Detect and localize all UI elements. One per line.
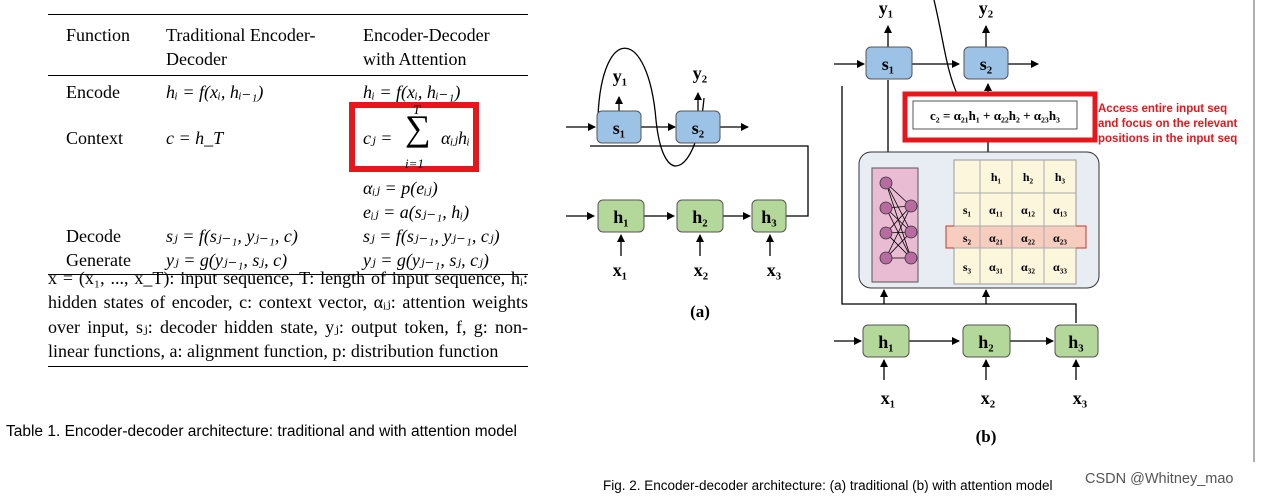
table-row-context: Context c = h_T cⱼ = T ∑ i=1 αᵢⱼhᵢ — [48, 102, 528, 176]
annotation-line: and focus on the relevant — [1098, 118, 1238, 130]
table-caption: Table 1. Encoder-decoder architecture: t… — [6, 423, 517, 440]
highlight-box — [349, 102, 479, 172]
feedback-curve — [933, 0, 959, 97]
table-row-alpha: αᵢⱼ = p(eᵢⱼ) — [48, 176, 528, 200]
input-label: x₂ — [981, 388, 995, 408]
row-label: Encode — [66, 82, 120, 102]
watermark: CSDN @Whitney_mao — [1085, 471, 1234, 487]
sum-term: αᵢⱼhᵢ — [441, 128, 470, 148]
matrix-cell: α₂₂ — [1021, 231, 1035, 245]
panel-a-label: (a) — [690, 302, 710, 321]
cell-traditional: c = h_T — [166, 128, 224, 148]
context-formula-box — [912, 100, 1078, 130]
encoder-node-h2 — [676, 199, 724, 233]
comparison-table: Function Traditional Encoder-Decoder Enc… — [48, 14, 528, 275]
cell-traditional: yⱼ = g(yⱼ₋₁, sⱼ, c) — [148, 248, 345, 275]
matrix-cell: α₁₁ — [989, 203, 1003, 217]
decoder-node-s2 — [675, 110, 721, 144]
network-neurons — [879, 176, 918, 265]
matrix-row-header: s₁ — [963, 203, 972, 217]
input-label: x₁ — [613, 260, 627, 280]
encoder-label: h₁ — [613, 207, 628, 227]
cell-attention: eᵢⱼ = a(sⱼ₋₁, hᵢ) — [363, 202, 470, 222]
matrix-row-header: s₂ — [963, 231, 972, 245]
encoder-node-h3 — [1054, 324, 1099, 358]
input-label: x₂ — [694, 260, 708, 280]
matrix-cell: α₂₃ — [1053, 231, 1067, 245]
feedback-curve — [597, 47, 705, 167]
panel-b: s₁ s₂ y₁ y₂ c₂ = α₂₁h₁ + α₂₂h₂ + α₂₃h₃ — [834, 0, 1100, 446]
context-connector — [590, 145, 809, 217]
decoder-label: s₁ — [613, 118, 625, 138]
sum-lhs: cⱼ = — [363, 128, 393, 148]
input-label: x₃ — [1073, 388, 1088, 408]
matrix-cell: α₃₃ — [1053, 260, 1067, 274]
encoder-label: h₃ — [761, 207, 777, 227]
encoder-label: h₂ — [978, 332, 993, 352]
encoder-label: h₂ — [692, 207, 707, 227]
decoder-node-s2 — [963, 46, 1009, 80]
decoder-label: s₂ — [980, 54, 992, 74]
cell-attention: yⱼ = g(yⱼ₋₁, sⱼ, cⱼ) — [345, 248, 528, 275]
annotation-line: positions in the input seq — [1098, 133, 1238, 145]
matrix-col-header: h₂ — [1023, 170, 1034, 184]
panel-b-label: (b) — [976, 427, 997, 446]
matrix-cell: α₁₃ — [1053, 203, 1067, 217]
header-attention: Encoder-Decoder with Attention — [345, 14, 528, 76]
decoder-node-s1 — [596, 110, 642, 144]
annotation-line: Access entire input seq — [1098, 103, 1228, 115]
matrix-col-header: h₁ — [991, 170, 1002, 184]
encoder-node-h2 — [962, 324, 1011, 358]
cell-attention: sⱼ = f(sⱼ₋₁, yⱼ₋₁, cⱼ) — [363, 226, 500, 246]
header-traditional: Traditional Encoder-Decoder — [148, 14, 345, 76]
matrix-cell: α₂₁ — [989, 231, 1003, 245]
decoder-node-s1 — [865, 46, 913, 80]
output-label: y₁ — [879, 0, 893, 18]
context-formula: cⱼ = T ∑ i=1 αᵢⱼhᵢ — [349, 102, 524, 176]
decoder-label: s₂ — [692, 118, 704, 138]
table-header-row: Function Traditional Encoder-Decoder Enc… — [48, 14, 528, 76]
sum-lower-limit: i=1 — [405, 156, 424, 171]
table-note: x = (x₁, ..., x_T): input sequence, T: l… — [48, 266, 528, 367]
cell-attention: hᵢ = f(xᵢ, hᵢ₋₁) — [363, 82, 461, 102]
output-label: y₁ — [613, 66, 627, 86]
encoder-node-h3 — [751, 199, 787, 233]
table-row-energy: eᵢⱼ = a(sⱼ₋₁, hᵢ) — [48, 200, 528, 224]
input-label: x₃ — [767, 260, 782, 280]
cell-traditional: sⱼ = f(sⱼ₋₁, yⱼ₋₁, c) — [166, 226, 298, 246]
row-label: Context — [66, 128, 123, 148]
table-row-encode: Encode hᵢ = f(xᵢ, hᵢ₋₁) hᵢ = f(xᵢ, hᵢ₋₁) — [48, 76, 528, 105]
matrix-cell: α₃₂ — [1021, 260, 1035, 274]
matrix-cell: α₁₂ — [1021, 203, 1035, 217]
sum-upper-limit: T — [413, 102, 421, 117]
panel-a: s₁ s₂ h₁ h₂ h₃ y₁ y₂ x₁ x₂ x₃ (a) — [566, 47, 809, 321]
output-label: y₂ — [979, 0, 993, 18]
encoder-node-h1 — [862, 324, 910, 358]
table-row-generate: Generate yⱼ = g(yⱼ₋₁, sⱼ, c) yⱼ = g(yⱼ₋₁… — [48, 248, 528, 275]
encoder-node-h1 — [597, 199, 645, 233]
input-label: x₁ — [881, 388, 895, 408]
matrix-col-header: h₃ — [1055, 170, 1066, 184]
encoder-label: h₃ — [1068, 332, 1084, 352]
alignment-network — [871, 167, 919, 283]
decoder-label: s₁ — [882, 54, 894, 74]
row-label: Generate — [48, 248, 148, 275]
page-edge-divider — [1253, 0, 1255, 462]
cell-traditional: hᵢ = f(xᵢ, hᵢ₋₁) — [166, 82, 264, 102]
header-function: Function — [48, 14, 148, 76]
cell-attention: αᵢⱼ = p(eᵢⱼ) — [363, 178, 438, 198]
encoder-label: h₁ — [878, 332, 893, 352]
annotation-text: Access entire input seq and focus on the… — [1098, 102, 1263, 147]
figure-caption: Fig. 2. Encoder-decoder architecture: (a… — [603, 478, 1053, 493]
table-row-decode: Decode sⱼ = f(sⱼ₋₁, yⱼ₋₁, c) sⱼ = f(sⱼ₋₁… — [48, 224, 528, 248]
output-label: y₂ — [693, 63, 707, 83]
context-formula: c₂ = α₂₁h₁ + α₂₂h₂ + α₂₃h₃ — [930, 108, 1060, 123]
matrix-cell: α₃₁ — [989, 260, 1003, 274]
row-label: Decode — [66, 226, 121, 246]
attention-matrix: h₁ h₂ h₃ s₁ α₁₁ α₁₂ α₁₃ s₂ α₂₁ α₂₂ α₂₃ s… — [945, 159, 1087, 285]
matrix-row-header: s₃ — [963, 260, 972, 274]
